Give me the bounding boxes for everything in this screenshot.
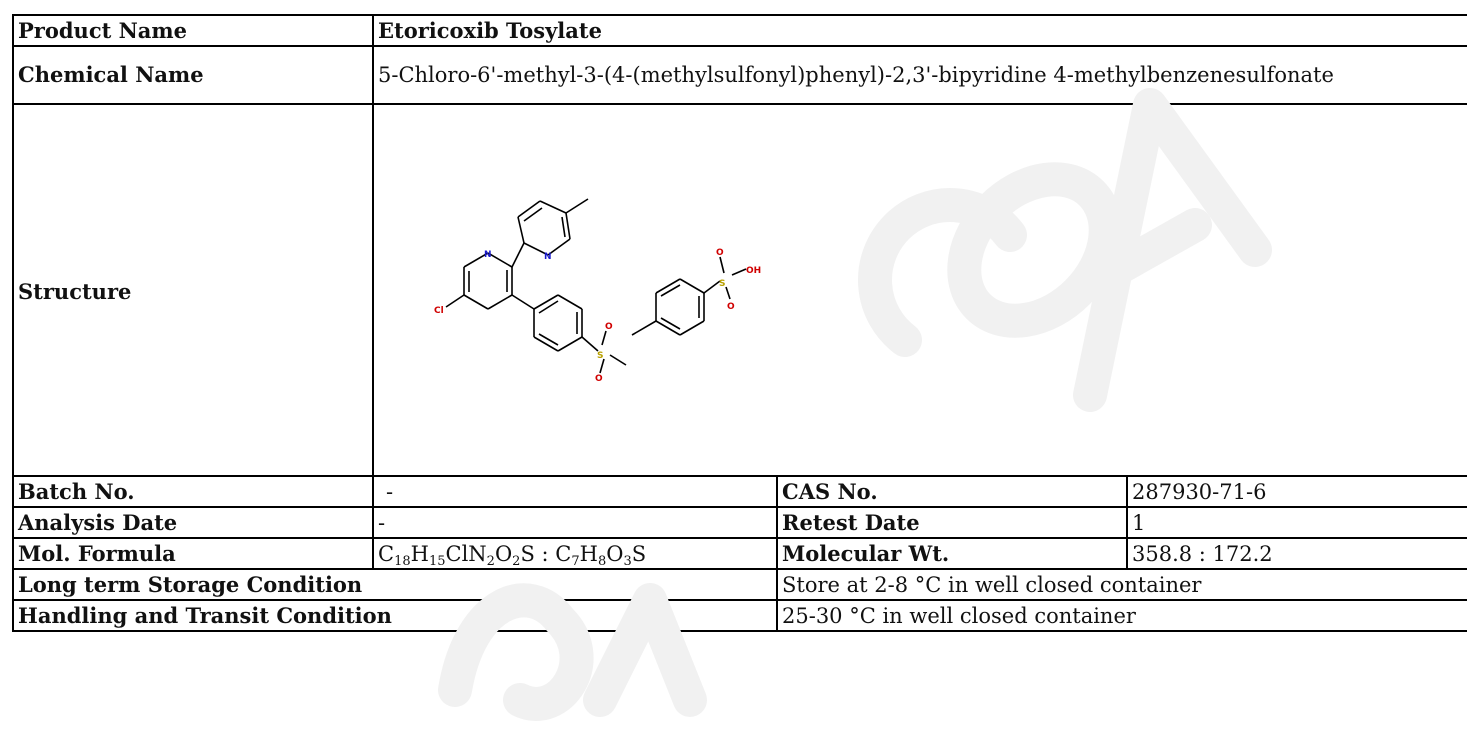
product-name-label: Product Name — [12, 14, 374, 47]
mol-formula-label: Mol. Formula — [12, 537, 374, 570]
handling-condition-value: 25-30 °C in well closed container — [775, 599, 1467, 632]
analysis-date-value: - — [372, 506, 778, 539]
handling-condition-label: Handling and Transit Condition — [12, 599, 778, 632]
atom-o-3: O — [716, 248, 724, 258]
structure-drawing: N N Cl S O O S O O OH — [374, 107, 1467, 473]
atom-o-1: O — [605, 322, 613, 332]
formula-sub: 2 — [486, 553, 495, 569]
formula-part: H — [579, 541, 598, 566]
atom-cl: Cl — [434, 306, 444, 316]
storage-condition-label: Long term Storage Condition — [12, 568, 778, 601]
atom-n-2: N — [544, 252, 552, 262]
storage-condition-value: Store at 2-8 °C in well closed container — [775, 568, 1467, 601]
formula-sub: 18 — [394, 553, 411, 569]
row-product-name: Product Name Etoricoxib Tosylate — [12, 14, 1467, 47]
row-structure: Structure — [12, 103, 1467, 477]
batch-no-label: Batch No. — [12, 475, 374, 508]
row-handling: Handling and Transit Condition 25-30 °C … — [12, 599, 1467, 632]
retest-date-value: 1 — [1125, 506, 1467, 539]
row-batch-cas: Batch No. - CAS No. 287930-71-6 — [12, 475, 1467, 508]
molecular-wt-value: 358.8 : 172.2 — [1125, 537, 1467, 570]
coa-table: Product Name Etoricoxib Tosylate Chemica… — [12, 14, 1467, 632]
molecule-diagram: N N Cl S O O S O O OH — [434, 198, 761, 384]
formula-part: O — [606, 541, 624, 566]
atom-s-1: S — [597, 351, 603, 361]
formula-part: C — [378, 541, 395, 566]
formula-part: O — [494, 541, 513, 566]
atom-n-1: N — [484, 250, 492, 260]
row-chemical-name: Chemical Name 5-Chloro-6'-methyl-3-(4-(m… — [12, 45, 1467, 105]
chemical-name-value: 5-Chloro-6'-methyl-3-(4-(methylsulfonyl)… — [371, 45, 1467, 105]
batch-no-value: - — [372, 475, 778, 508]
chemical-name-label: Chemical Name — [12, 45, 374, 105]
row-formula-weight: Mol. Formula C18H15ClN2O2S : C7H8O3S Mol… — [12, 537, 1467, 570]
structure-cell: N N Cl S O O S O O OH — [371, 103, 1467, 477]
formula-sub: 3 — [623, 553, 632, 569]
mol-formula-value: C18H15ClN2O2S : C7H8O3S — [372, 537, 778, 570]
molecular-wt-label: Molecular Wt. — [776, 537, 1128, 570]
row-storage: Long term Storage Condition Store at 2-8… — [12, 568, 1467, 601]
formula-part: H — [410, 541, 429, 566]
formula-part: ClN — [445, 541, 487, 566]
structure-label: Structure — [12, 103, 374, 477]
atom-s-2: S — [719, 279, 725, 289]
coa-table-wrapper: Product Name Etoricoxib Tosylate Chemica… — [12, 14, 1467, 632]
formula-sub: 15 — [428, 553, 446, 569]
row-analysis-retest: Analysis Date - Retest Date 1 — [12, 506, 1467, 539]
atom-oh: OH — [746, 266, 761, 276]
formula-sub: 2 — [512, 553, 521, 569]
product-name-value: Etoricoxib Tosylate — [371, 14, 1467, 47]
analysis-date-label: Analysis Date — [12, 506, 374, 539]
formula-part: S — [631, 541, 647, 566]
formula-part: S : C — [520, 541, 572, 566]
formula-sub: 8 — [597, 553, 607, 569]
formula-sub: 7 — [571, 553, 580, 569]
retest-date-label: Retest Date — [776, 506, 1128, 539]
atom-o-4: O — [727, 302, 735, 312]
cas-no-value: 287930-71-6 — [1125, 475, 1467, 508]
cas-no-label: CAS No. — [776, 475, 1128, 508]
atom-o-2: O — [595, 374, 603, 384]
